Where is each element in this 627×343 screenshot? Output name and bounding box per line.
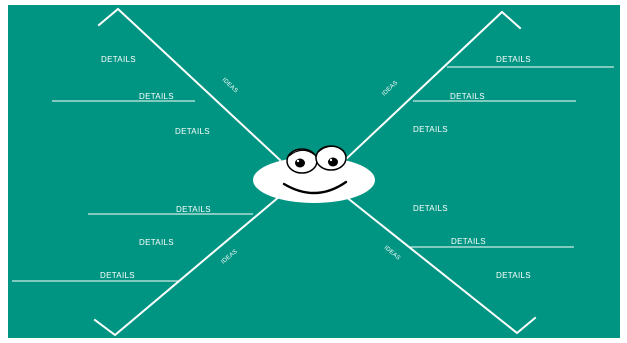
- detail-label: DETAILS: [496, 55, 531, 64]
- smiley-face-icon: [253, 146, 375, 203]
- idea-label-top-right: IDEAS: [381, 80, 399, 97]
- detail-label: DETAILS: [139, 238, 174, 247]
- idea-label-top-left: IDEAS: [221, 77, 239, 94]
- detail-label: DETAILS: [175, 127, 210, 136]
- detail-label: DETAILS: [451, 237, 486, 246]
- idea-branch-top-left: [99, 9, 280, 160]
- idea-branch-bottom-right: [345, 196, 535, 333]
- detail-label: DETAILS: [413, 125, 448, 134]
- detail-label: DETAILS: [100, 271, 135, 280]
- detail-label: DETAILS: [413, 204, 448, 213]
- detail-label: DETAILS: [101, 55, 136, 64]
- idea-branch-top-right: [345, 12, 520, 160]
- idea-branch-bottom-left: [95, 196, 280, 335]
- detail-label: DETAILS: [450, 92, 485, 101]
- detail-label: DETAILS: [139, 92, 174, 101]
- idea-label-bottom-right: IDEAS: [383, 245, 401, 262]
- detail-label: DETAILS: [496, 271, 531, 280]
- idea-label-bottom-left: IDEAS: [220, 249, 238, 266]
- detail-label: DETAILS: [176, 205, 211, 214]
